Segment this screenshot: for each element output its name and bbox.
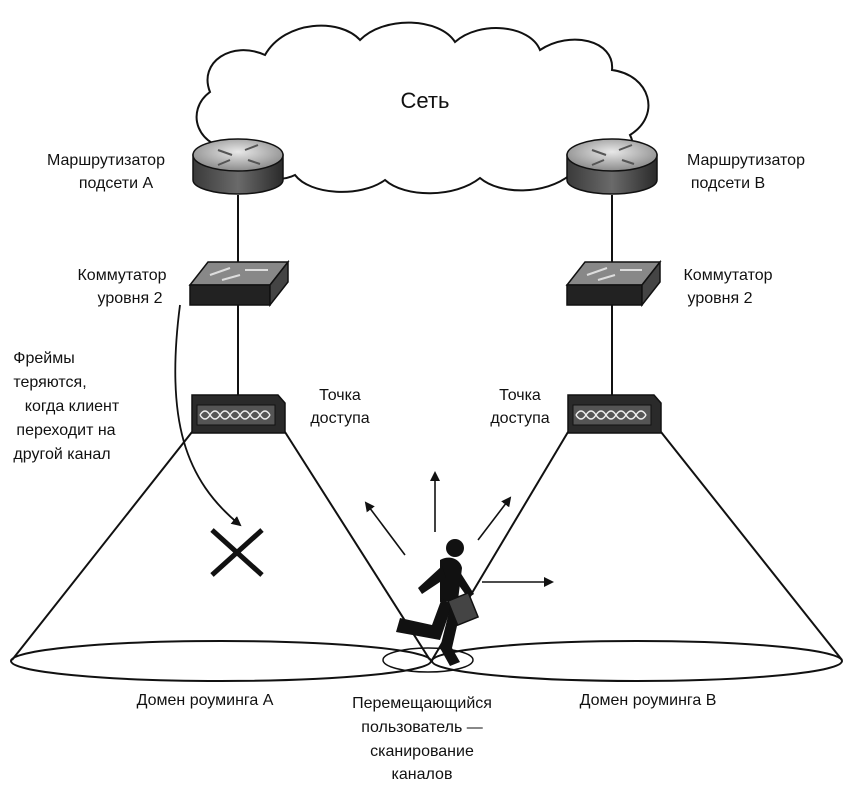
scan-arrow-left-up xyxy=(364,501,406,556)
ap-a-label-line2: доступа xyxy=(310,410,369,427)
cloud-label: Сеть xyxy=(401,88,450,113)
lost-frames-line: другой канал xyxy=(13,446,110,463)
access-point-a-icon xyxy=(191,394,286,434)
switch-a-label-line2: уровня 2 xyxy=(98,290,163,307)
router-a-label-line1: Маршрутизатор xyxy=(47,152,165,169)
ap-a-label-line1: Точка xyxy=(319,387,361,404)
switch-b-icon xyxy=(565,259,662,308)
lost-frames-arrow xyxy=(174,304,242,527)
roaming-user-caption: Перемещающийся пользователь — сканирован… xyxy=(352,695,492,783)
access-point-b-icon xyxy=(567,394,662,434)
coverage-cone-b xyxy=(431,431,843,682)
router-b-label-line2: подсети B xyxy=(691,175,765,192)
router-a-label-line2: подсети A xyxy=(79,175,154,192)
coverage-cone-a xyxy=(10,431,432,682)
ap-b-label-line2: доступа xyxy=(490,410,549,427)
switch-a-label-line1: Коммутатор xyxy=(77,267,166,284)
lost-frames-line: теряются, xyxy=(13,374,86,391)
lost-frames-line: переходит на xyxy=(16,422,115,439)
ap-b-label-line1: Точка xyxy=(499,387,541,404)
roaming-user-line: пользователь — xyxy=(361,719,482,736)
roaming-user-line: сканирование xyxy=(370,743,474,760)
user-scan-zone xyxy=(382,647,474,673)
router-b-label-line1: Маршрутизатор xyxy=(687,152,805,169)
switch-b-label-line1: Коммутатор xyxy=(683,267,772,284)
scan-arrow-right-up xyxy=(477,496,512,541)
roaming-domain-a-label: Домен роуминга A xyxy=(137,692,274,709)
scan-arrows xyxy=(364,471,554,587)
roaming-user-line: Перемещающийся xyxy=(352,695,492,712)
roaming-domain-b-label: Домен роуминга B xyxy=(580,692,717,709)
lost-frames-line: когда клиент xyxy=(25,398,120,415)
roaming-user-icon xyxy=(396,539,480,666)
frame-loss-x-icon xyxy=(210,528,264,577)
router-b-icon xyxy=(566,138,658,195)
roaming-user-line: каналов xyxy=(392,766,453,783)
network-cloud: Сеть xyxy=(195,21,650,195)
lost-frames-line: Фреймы xyxy=(13,350,74,367)
switch-b-label-line2: уровня 2 xyxy=(688,290,753,307)
switch-a-icon xyxy=(188,259,290,308)
lost-frames-note: Фреймы теряются, когда клиент переходит … xyxy=(13,350,120,463)
router-a-icon xyxy=(192,138,284,195)
